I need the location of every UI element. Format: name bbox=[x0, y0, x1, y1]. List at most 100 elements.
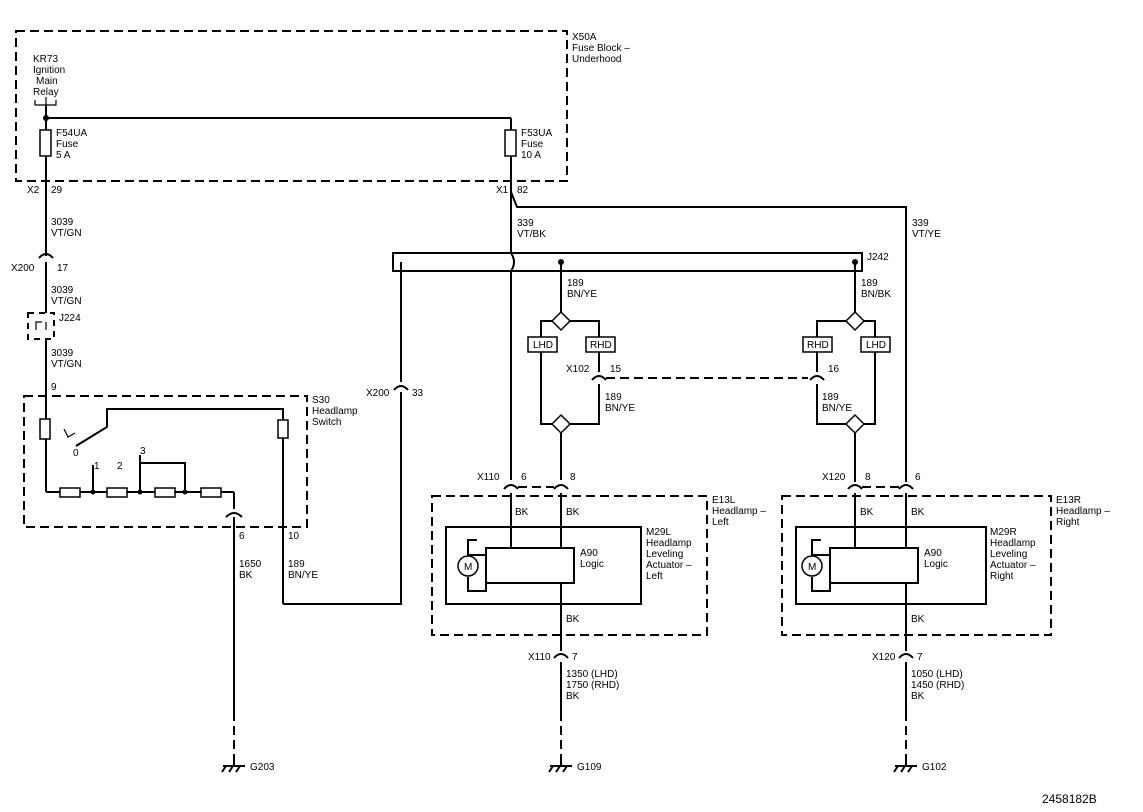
logic-left bbox=[485, 547, 575, 584]
conn-x120-pin7: 7 bbox=[917, 652, 923, 663]
actuator-left-ref: M29L bbox=[646, 527, 671, 538]
wire-left-gnd-color: BK bbox=[566, 691, 580, 702]
conn-x102: X102 bbox=[566, 364, 590, 375]
wire-189-switch-num: 189 bbox=[288, 559, 305, 570]
ground-g203-label: G203 bbox=[250, 762, 275, 773]
logic-right-ref: A90 bbox=[924, 548, 942, 559]
wire-right-gnd-1: 1050 (LHD) bbox=[911, 669, 963, 680]
fuse-f54ua-rating: 5 A bbox=[56, 150, 71, 161]
wire-1650-num: 1650 bbox=[239, 559, 262, 570]
wire-1650-color: BK bbox=[239, 570, 253, 581]
actuator-left bbox=[445, 526, 642, 605]
fuse-f53ua-type: Fuse bbox=[521, 139, 544, 150]
headlamp-left-outline bbox=[431, 495, 708, 636]
option-lhd-left bbox=[527, 336, 558, 353]
wire-189-left2-num: 189 bbox=[605, 392, 622, 403]
conn-x110-pin7: 7 bbox=[572, 652, 578, 663]
headlamp-right-label-2: Right bbox=[1056, 517, 1080, 528]
conn-x110-top: X110 bbox=[477, 472, 500, 483]
headlamp-left-label-2: Left bbox=[712, 517, 729, 528]
wire-189-right2-num: 189 bbox=[822, 392, 839, 403]
wire-bk-l1: BK bbox=[515, 507, 529, 518]
wire-189-switch-color: BN/YE bbox=[288, 570, 318, 581]
actuator-right bbox=[795, 526, 987, 605]
switch-resistor-2 bbox=[106, 487, 128, 498]
actuator-right-label-2: Leveling bbox=[990, 549, 1027, 560]
conn-x1-pin: 82 bbox=[517, 185, 529, 196]
conn-x200a-pin: 17 bbox=[57, 263, 69, 274]
headlamp-right-ref: E13R bbox=[1056, 495, 1081, 506]
option-lhd-left-label: LHD bbox=[533, 340, 553, 351]
headlamp-left-label-1: Headlamp – bbox=[712, 506, 766, 517]
wire-189-right2-color: BN/YE bbox=[822, 403, 852, 414]
connector-x200-33 bbox=[393, 385, 409, 391]
connector-x120-top bbox=[847, 484, 914, 490]
connector-x102-16 bbox=[809, 375, 825, 381]
ground-g102 bbox=[893, 758, 917, 773]
wire-189-right-color: BN/BK bbox=[861, 289, 891, 300]
wire-189-left-num: 189 bbox=[567, 278, 584, 289]
switch-label-2: Switch bbox=[312, 417, 341, 428]
switch-wiper bbox=[75, 408, 284, 447]
motor-right-label: M bbox=[808, 562, 816, 573]
conn-x102-pin-15: 15 bbox=[610, 364, 622, 375]
conn-x120-pin6: 6 bbox=[915, 472, 921, 483]
ground-g109-label: G109 bbox=[577, 762, 602, 773]
wire-189-switch bbox=[283, 392, 402, 605]
relay-label-3: Relay bbox=[33, 87, 59, 98]
motor-left-icon bbox=[457, 555, 479, 577]
connector-x110-7 bbox=[553, 653, 569, 659]
option-diamond-left-bottom bbox=[550, 413, 572, 435]
s30-pin-10: 10 bbox=[288, 531, 300, 542]
relay-label-2: Main bbox=[36, 76, 58, 87]
wire-189-left-color: BN/YE bbox=[567, 289, 597, 300]
wire-339-right-color: VT/YE bbox=[912, 229, 941, 240]
wire-339-vtye bbox=[510, 191, 907, 482]
s30-pin-6: 6 bbox=[239, 531, 245, 542]
connector-x110-top bbox=[503, 484, 569, 490]
option-diamond-right-top bbox=[844, 310, 866, 332]
switch-resistor-out bbox=[277, 419, 289, 439]
logic-right bbox=[829, 547, 919, 584]
wire-3039-b-num: 3039 bbox=[51, 285, 74, 296]
s30-pin-9: 9 bbox=[51, 382, 57, 393]
wire-3039-a-color: VT/GN bbox=[51, 228, 82, 239]
figure-id: 2458182B bbox=[1042, 792, 1097, 806]
wire-339-left-num: 339 bbox=[517, 218, 534, 229]
connector-x120-7 bbox=[898, 653, 914, 659]
wire-3039-c-color: VT/GN bbox=[51, 359, 82, 370]
conn-x200b: X200 bbox=[366, 388, 390, 399]
switch-resistor-1 bbox=[59, 487, 81, 498]
switch-pin-6-connector bbox=[225, 492, 243, 518]
conn-x200a: X200 bbox=[11, 263, 35, 274]
wire-left-gnd-2: 1750 (RHD) bbox=[566, 680, 619, 691]
connector-x200-17 bbox=[38, 253, 54, 259]
fuse-f53ua-ref: F53UA bbox=[521, 128, 552, 139]
conn-x120-pin8: 8 bbox=[865, 472, 871, 483]
switch-resistor-in bbox=[39, 418, 51, 440]
wire-left-gnd-1: 1350 (LHD) bbox=[566, 669, 618, 680]
actuator-right-label-4: Right bbox=[990, 571, 1014, 582]
switch-contact-symbol bbox=[63, 428, 76, 438]
wire-3039-b-color: VT/GN bbox=[51, 296, 82, 307]
motor-left-label: M bbox=[464, 562, 472, 573]
conn-x2-pin: 29 bbox=[51, 185, 63, 196]
option-diamond-right-bottom bbox=[844, 413, 866, 435]
option-rhd-right-label: RHD bbox=[807, 340, 829, 351]
switch-pos-0: 0 bbox=[73, 448, 79, 459]
actuator-left-label-3: Actuator – bbox=[646, 560, 692, 571]
switch-resistor-3 bbox=[154, 487, 176, 498]
fuse-f54ua-ref: F54UA bbox=[56, 128, 87, 139]
switch-pos-3: 3 bbox=[140, 446, 146, 457]
actuator-right-ref: M29R bbox=[990, 527, 1017, 538]
relay-symbol bbox=[34, 97, 57, 106]
wire-bk-r1: BK bbox=[860, 507, 874, 518]
wire-right-gnd-2: 1450 (RHD) bbox=[911, 680, 964, 691]
ground-g203 bbox=[221, 758, 245, 773]
wire-339-crossover bbox=[510, 252, 515, 272]
conn-x120-bot: X120 bbox=[872, 652, 896, 663]
conn-x110-pin8: 8 bbox=[570, 472, 576, 483]
switch-pos-1: 1 bbox=[94, 461, 100, 472]
splice-j242-label: J242 bbox=[867, 252, 889, 263]
